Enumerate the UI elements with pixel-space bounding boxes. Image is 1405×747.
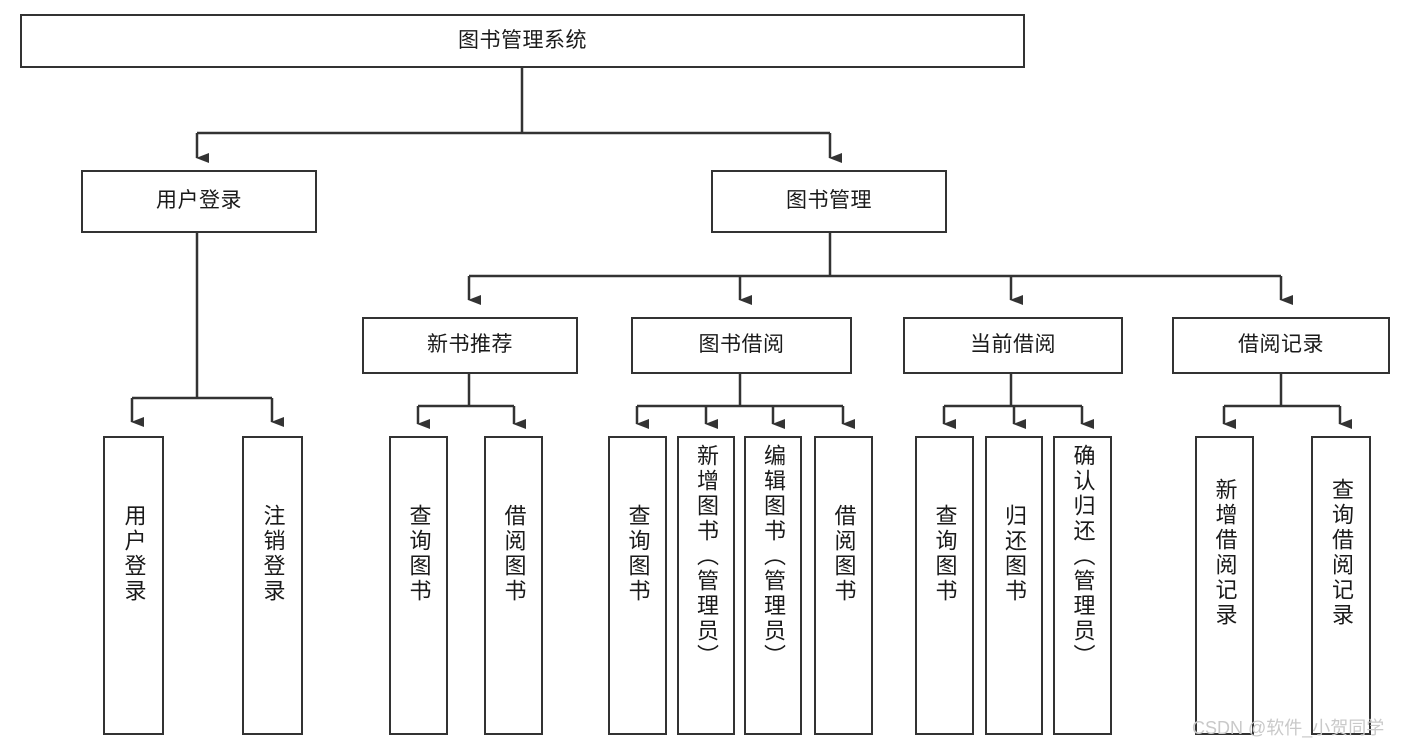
node-label: 查询图书: [932, 504, 958, 604]
leaf-borrow-record-query[interactable]: 查询借阅记录: [1311, 436, 1371, 735]
leaf-current-borrow-query[interactable]: 查询图书: [915, 436, 974, 735]
node-label: 图书借阅: [698, 333, 785, 357]
node-book-borrow[interactable]: 图书借阅: [631, 317, 852, 374]
node-label: 借阅记录: [1238, 333, 1324, 357]
leaf-user-login-logout[interactable]: 注销登录: [242, 436, 303, 735]
node-current-borrow[interactable]: 当前借阅: [903, 317, 1123, 374]
leaf-book-borrow-add[interactable]: 新增图书（管理员）: [677, 436, 735, 735]
node-label: 借阅图书: [831, 504, 857, 604]
leaf-user-login-login[interactable]: 用户登录: [103, 436, 164, 735]
leaf-borrow-record-add[interactable]: 新增借阅记录: [1195, 436, 1254, 735]
node-label: 查询图书: [406, 504, 432, 604]
node-label: 图书管理系统: [458, 28, 587, 52]
node-label: 用户登录: [121, 504, 147, 604]
leaf-book-borrow-edit[interactable]: 编辑图书（管理员）: [744, 436, 802, 735]
node-book-management[interactable]: 图书管理: [711, 170, 947, 233]
node-label: 借阅图书: [501, 504, 527, 604]
node-label: 查询图书: [625, 504, 651, 604]
node-label: 查询借阅记录: [1329, 478, 1354, 628]
leaf-new-book-borrow[interactable]: 借阅图书: [484, 436, 543, 735]
leaf-current-borrow-return[interactable]: 归还图书: [985, 436, 1043, 735]
node-new-book-recommend[interactable]: 新书推荐: [362, 317, 578, 374]
node-label: 图书管理: [786, 189, 872, 213]
node-root-book-management-system[interactable]: 图书管理系统: [20, 14, 1025, 68]
node-borrow-record[interactable]: 借阅记录: [1172, 317, 1390, 374]
node-user-login[interactable]: 用户登录: [81, 170, 317, 233]
node-label: 确认归还（管理员）: [1070, 444, 1096, 669]
leaf-current-borrow-confirm-return[interactable]: 确认归还（管理员）: [1053, 436, 1112, 735]
node-label: 新增借阅记录: [1212, 478, 1238, 628]
node-label: 当前借阅: [970, 333, 1056, 357]
node-label: 新增图书（管理员）: [694, 444, 719, 669]
leaf-book-borrow-borrow[interactable]: 借阅图书: [814, 436, 873, 735]
node-label: 编辑图书（管理员）: [761, 444, 786, 669]
node-label: 用户登录: [156, 189, 242, 213]
leaf-new-book-query[interactable]: 查询图书: [389, 436, 448, 735]
node-label: 注销登录: [260, 504, 286, 604]
node-label: 新书推荐: [427, 333, 513, 357]
node-label: 归还图书: [1002, 504, 1027, 604]
leaf-book-borrow-query[interactable]: 查询图书: [608, 436, 667, 735]
watermark-text: CSDN @软件_小贺同学: [1192, 718, 1385, 738]
